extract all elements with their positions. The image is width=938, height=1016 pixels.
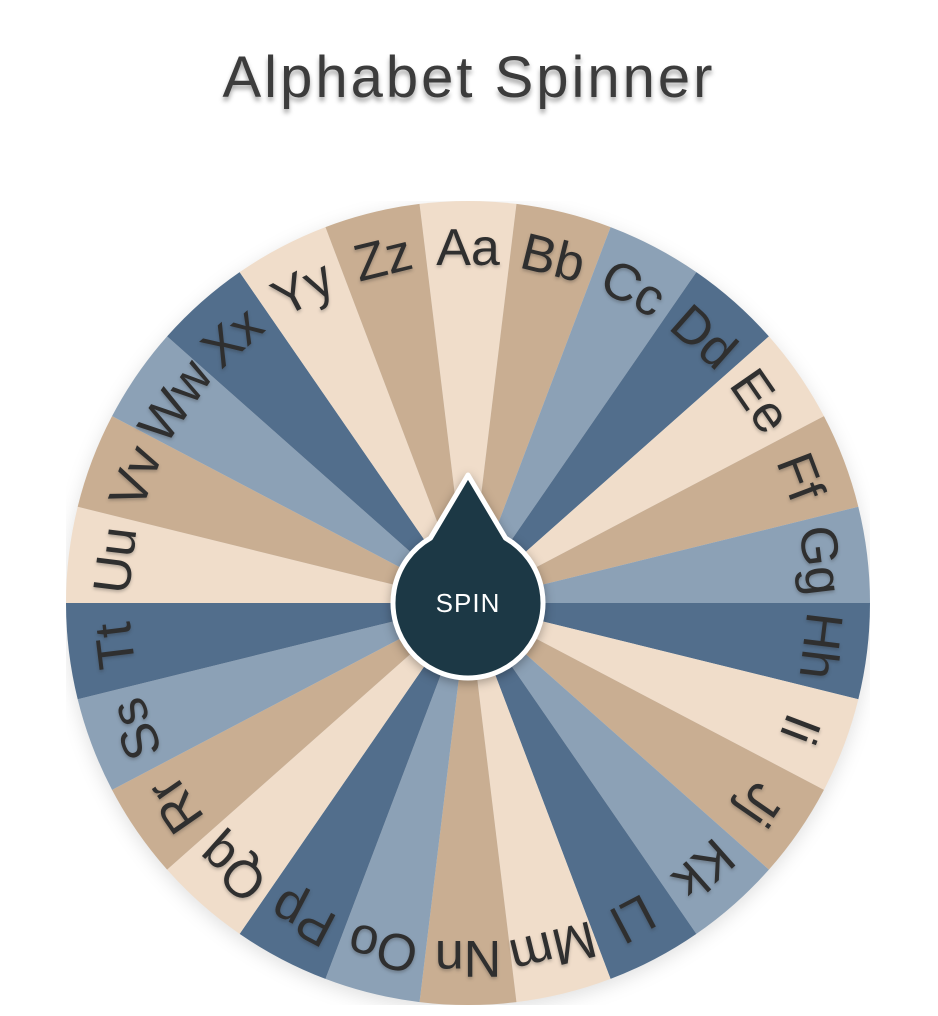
spin-button-label: SPIN xyxy=(436,588,501,618)
wheel-segment-ss[interactable] xyxy=(77,603,469,790)
segment-label-gg: Gg xyxy=(787,522,853,598)
wheel-segment-tt[interactable] xyxy=(66,603,468,700)
spin-button[interactable]: SPIN xyxy=(390,472,546,681)
wheel-segment-ll[interactable] xyxy=(468,603,697,979)
wheel-segment-cc[interactable] xyxy=(468,227,697,603)
wheel-segment-kk[interactable] xyxy=(468,603,769,934)
wheel-segment-ii[interactable] xyxy=(468,603,859,790)
page-title: Alphabet Spinner xyxy=(222,45,716,110)
wheel-segment-oo[interactable] xyxy=(325,603,468,1003)
wheel-segment-gg[interactable] xyxy=(468,506,870,603)
wheel-segment-aa[interactable] xyxy=(419,201,517,603)
segment-label-nn: Nn xyxy=(435,929,501,987)
wheel-segment-pp[interactable] xyxy=(239,603,468,979)
wheel-segment-vv[interactable] xyxy=(77,416,469,603)
wheel-segment-xx[interactable] xyxy=(167,272,468,603)
wheel-segment-mm[interactable] xyxy=(468,603,611,1003)
segment-label-uu: Uu xyxy=(83,524,149,597)
wheel-segment-jj[interactable] xyxy=(468,603,824,870)
wheel-segment-uu[interactable] xyxy=(66,506,468,603)
wheel-segment-rr[interactable] xyxy=(112,603,469,870)
spin-pointer-hub[interactable] xyxy=(390,472,546,681)
wheel-segment-zz[interactable] xyxy=(325,203,468,603)
segment-label-hh: Hh xyxy=(788,609,854,682)
wheel-segment-dd[interactable] xyxy=(468,272,769,603)
wheel-segment-qq[interactable] xyxy=(167,603,468,934)
wheel-segment-ww[interactable] xyxy=(112,336,469,603)
segment-label-tt: Tt xyxy=(84,619,147,672)
wheel-segment-bb[interactable] xyxy=(468,203,611,603)
wheel-segment-ee[interactable] xyxy=(468,336,824,603)
wheel-segment-hh[interactable] xyxy=(468,603,870,700)
wheel-segments[interactable] xyxy=(66,201,870,1005)
segment-label-aa: Aa xyxy=(436,219,500,277)
wheel-segment-yy[interactable] xyxy=(239,227,468,603)
segment-label-zz: Zz xyxy=(348,223,418,293)
wheel-segment-ff[interactable] xyxy=(468,416,859,603)
wheel-segment-nn[interactable] xyxy=(419,603,517,1005)
